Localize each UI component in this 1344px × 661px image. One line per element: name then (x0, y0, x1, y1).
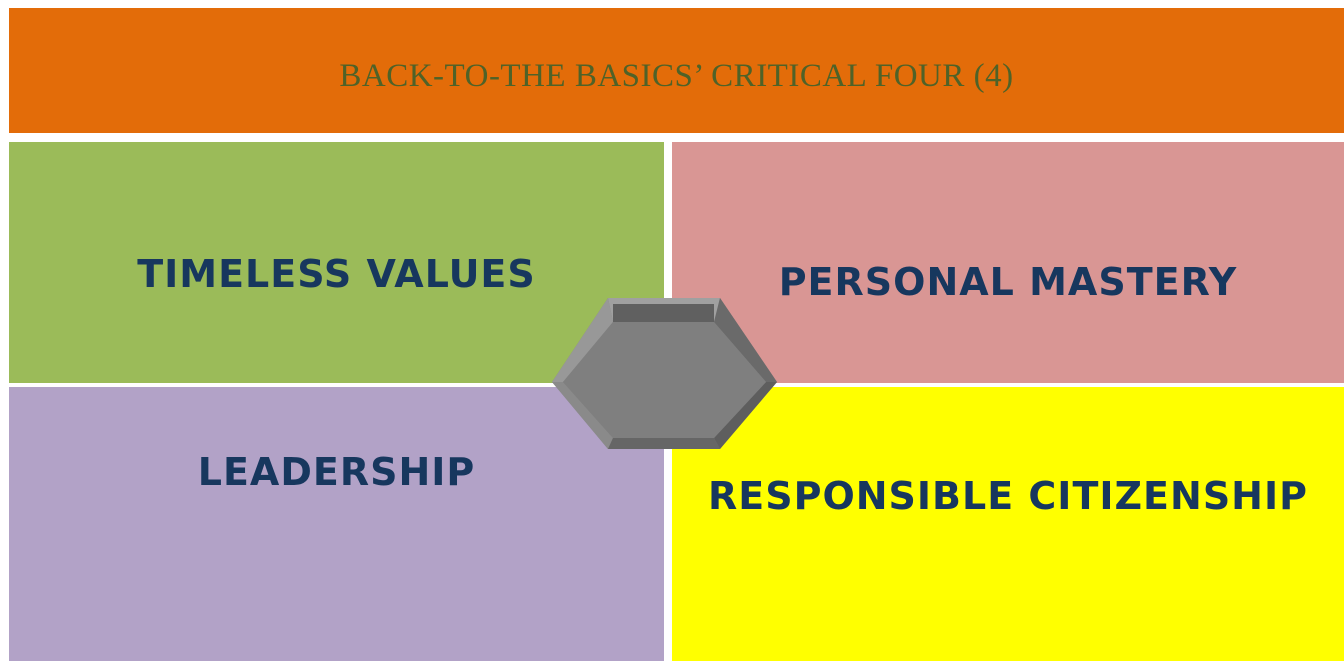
hexagon-bevel-bottom (608, 438, 720, 449)
quadrant-label-leadership: LEADERSHIP (197, 450, 476, 494)
quadrant-responsible-citizenship: RESPONSIBLE CITIZENSHIP (672, 387, 1344, 661)
header-banner: BACK-TO-THE BASICS’ CRITICAL FOUR (4) (9, 8, 1344, 133)
quadrant-personal-mastery: PERSONAL MASTERY (672, 142, 1344, 383)
hexagon-bevel-top-left (552, 298, 613, 382)
hexagon-bevel-bottom-right (714, 382, 777, 449)
hexagon-bevel-bottom-left (552, 382, 613, 449)
quadrant-label-personal-mastery: PERSONAL MASTERY (778, 260, 1238, 304)
hexagon-top-face (563, 322, 766, 438)
header-title: BACK-TO-THE BASICS’ CRITICAL FOUR (4) (339, 58, 1014, 94)
hexagon-top-shade (613, 304, 714, 322)
center-hexagon-shape (552, 298, 777, 449)
hexagon-bevel-top-right (714, 298, 777, 382)
quadrant-timeless-values: TIMELESS VALUES (9, 142, 664, 383)
quadrant-leadership: LEADERSHIP (9, 387, 664, 661)
quadrant-label-timeless-values: TIMELESS VALUES (137, 252, 536, 296)
quadrant-label-responsible-citizenship: RESPONSIBLE CITIZENSHIP (708, 474, 1308, 518)
